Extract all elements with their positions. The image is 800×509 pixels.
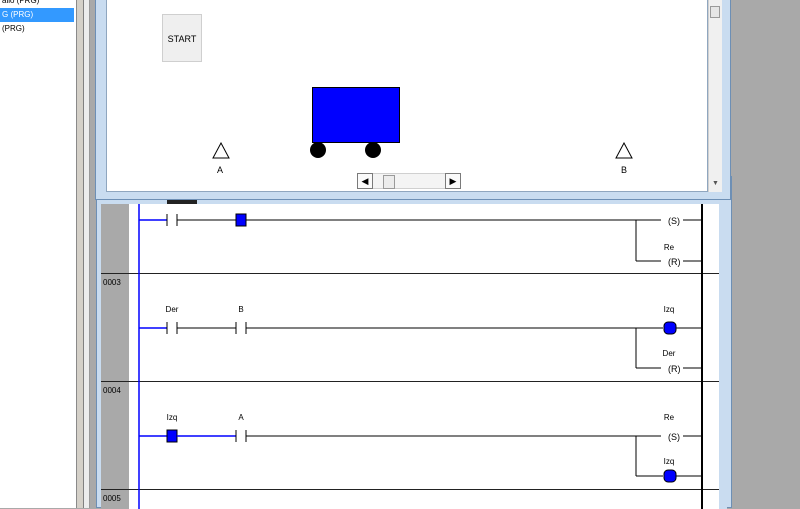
contact-active [235, 213, 247, 227]
visualization-canvas: START A B ◀ ▶ [106, 0, 708, 192]
ladder-editor-client: 0003 0004 0005 (S) (R) [101, 204, 727, 509]
scroll-left-icon[interactable]: ◀ [357, 173, 373, 189]
scroll-track[interactable] [373, 173, 445, 189]
vertical-scrollbar[interactable]: ▼ [708, 0, 722, 192]
sensor-b-label: B [621, 165, 628, 175]
rung-4: (S) [139, 429, 702, 483]
coil-reset-symbol: (R) [668, 364, 681, 374]
rung-3: (R) [139, 321, 702, 374]
splitter[interactable] [77, 0, 84, 508]
contact-active [166, 429, 178, 443]
contact-label: A [238, 413, 244, 422]
contact-label: B [238, 305, 244, 314]
scroll-right-icon[interactable]: ▶ [445, 173, 461, 189]
splitter-edge [84, 0, 90, 508]
network-separator [101, 273, 727, 274]
visualization-window: START A B ◀ ▶ ▼ [95, 0, 731, 200]
ladder-tab-marker [167, 199, 197, 204]
sensor-a-label: A [217, 165, 224, 175]
tree-item-prg-selected[interactable]: G (PRG) [0, 8, 74, 22]
coil-set-symbol: (S) [668, 216, 680, 226]
coil-label: Izq [663, 305, 675, 314]
contact-label: Der [165, 305, 179, 314]
position-sensor-b-icon [615, 142, 633, 159]
tree-item-prg-3[interactable]: (PRG) [2, 24, 25, 33]
coil-label: Re [663, 243, 675, 252]
network-number-column [101, 204, 129, 509]
scroll-thumb[interactable] [383, 175, 395, 189]
wagon-wheel-right [365, 142, 381, 158]
wagon-body [312, 87, 400, 143]
coil-active [663, 469, 677, 483]
coil-set-symbol: (S) [668, 432, 680, 442]
ladder-diagram: (S) (R) (R) [138, 204, 703, 509]
contact-label: Izq [166, 413, 178, 422]
position-sensor-a-icon [212, 142, 230, 159]
ladder-editor-window: 0003 0004 0005 (S) (R) [96, 176, 732, 509]
network-number: 0005 [103, 494, 121, 503]
horizontal-scrollbar[interactable]: ◀ ▶ [357, 173, 461, 189]
ladder-right-border [719, 204, 727, 509]
network-separator [101, 381, 727, 382]
network-number: 0004 [103, 386, 121, 395]
network-separator [101, 489, 727, 490]
coil-label: Re [663, 413, 675, 422]
project-tree: ailo (PRG) G (PRG) (PRG) [0, 0, 77, 508]
rung-2: (S) (R) [139, 213, 702, 267]
vertical-scroll-thumb[interactable] [710, 6, 720, 18]
coil-reset-symbol: (R) [668, 257, 681, 267]
tree-item-prg-1[interactable]: ailo (PRG) [2, 0, 40, 5]
start-button[interactable]: START [162, 14, 202, 62]
coil-label: Der [662, 349, 676, 358]
wagon-wheel-left [310, 142, 326, 158]
coil-label: Izq [663, 457, 675, 466]
workspace-background [732, 0, 800, 508]
coil-active [663, 321, 677, 335]
network-number: 0003 [103, 278, 121, 287]
scroll-down-icon[interactable]: ▼ [712, 180, 719, 187]
